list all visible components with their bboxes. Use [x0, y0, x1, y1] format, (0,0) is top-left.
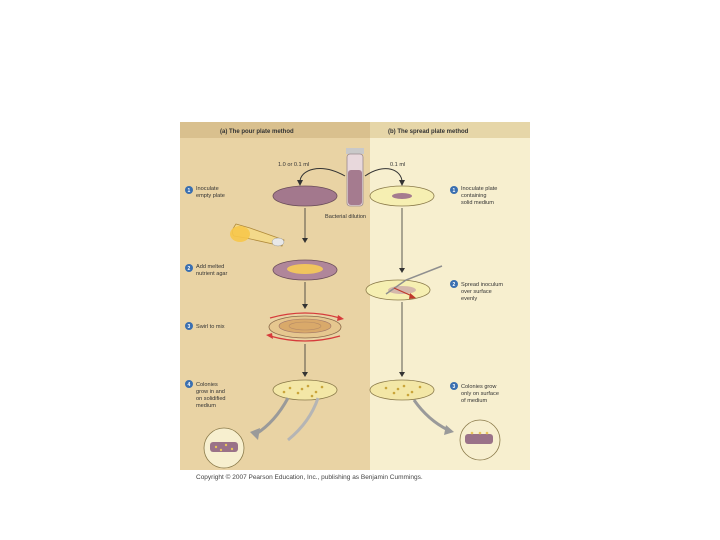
right-step-1-line1: Inoculate plate — [461, 186, 497, 192]
arrow-to-right-plate — [364, 168, 403, 183]
right-header-bar — [370, 122, 530, 138]
left-step-2-badge — [185, 264, 193, 272]
right-magnify-arrow — [412, 399, 449, 432]
left-step-2-line2: nutrient agar — [196, 271, 228, 277]
spread-plate-1 — [369, 185, 435, 207]
right-step-1-line2: containing — [461, 193, 487, 199]
right-magnified-view — [459, 419, 501, 461]
left-magnified-view — [203, 427, 245, 469]
left-step-1-line1: Inoculate — [196, 186, 219, 192]
right-step-3-line3: of medium — [461, 398, 487, 404]
left-step-4-badge — [185, 380, 193, 388]
left-panel — [180, 122, 370, 470]
left-step-4-line3: on solidified — [196, 396, 226, 402]
volume-right-label: 0.1 ml — [390, 162, 405, 168]
right-panel-title: (b) The spread plate method — [388, 129, 469, 135]
right-step-3-line2: only on surface — [461, 391, 499, 397]
left-step-1-badge — [185, 186, 193, 194]
left-step-2-line1: Add melted — [196, 264, 224, 270]
left-step-4-line1: Colonies — [196, 382, 218, 388]
left-step-1-number: 1 — [188, 188, 191, 194]
arrow-to-left-plate — [299, 168, 346, 183]
copyright-notice: Copyright © 2007 Pearson Education, Inc.… — [196, 474, 423, 481]
left-step-2-number: 2 — [188, 266, 191, 272]
left-step-4-line2: grow in and — [196, 389, 225, 395]
left-step-4-line4: medium — [196, 403, 216, 409]
right-step-2-line3: evenly — [461, 296, 477, 302]
left-step-3-number: 3 — [188, 324, 191, 330]
right-step-1-number: 1 — [453, 188, 456, 194]
pour-plate-3-swirl — [266, 312, 344, 342]
right-step-2-number: 2 — [453, 282, 456, 288]
right-step-1-line3: solid medium — [461, 200, 494, 206]
right-step-3-line1: Colonies grow — [461, 384, 497, 390]
right-step-2-line1: Spread inoculum — [461, 282, 503, 288]
left-step-4-number: 4 — [188, 382, 191, 388]
right-step-1-badge — [450, 186, 458, 194]
pour-plate-1 — [272, 185, 338, 207]
left-step-3-line1: Swirl to mix — [196, 324, 225, 330]
volume-left-label: 1.0 or 0.1 ml — [278, 162, 309, 168]
plate-methods-figure: (a) The pour plate method (b) The spread… — [180, 122, 530, 470]
agar-flask — [230, 223, 285, 247]
tube-label: Bacterial dilution — [325, 214, 366, 220]
pour-plate-2 — [272, 259, 338, 281]
spread-plate-2 — [365, 265, 443, 301]
spread-plate-3-colonies — [369, 379, 435, 401]
spreader-rod — [385, 265, 443, 295]
right-step-2-badge — [450, 280, 458, 288]
left-header-bar — [180, 122, 370, 138]
left-panel-title: (a) The pour plate method — [220, 129, 294, 135]
left-step-1-line2: empty plate — [196, 193, 225, 199]
left-step-3-badge — [185, 322, 193, 330]
right-step-3-badge — [450, 382, 458, 390]
pour-plate-4-colonies — [272, 379, 338, 401]
right-step-3-number: 3 — [453, 384, 456, 390]
right-step-2-line2: over surface — [461, 289, 492, 295]
test-tube — [346, 148, 364, 207]
